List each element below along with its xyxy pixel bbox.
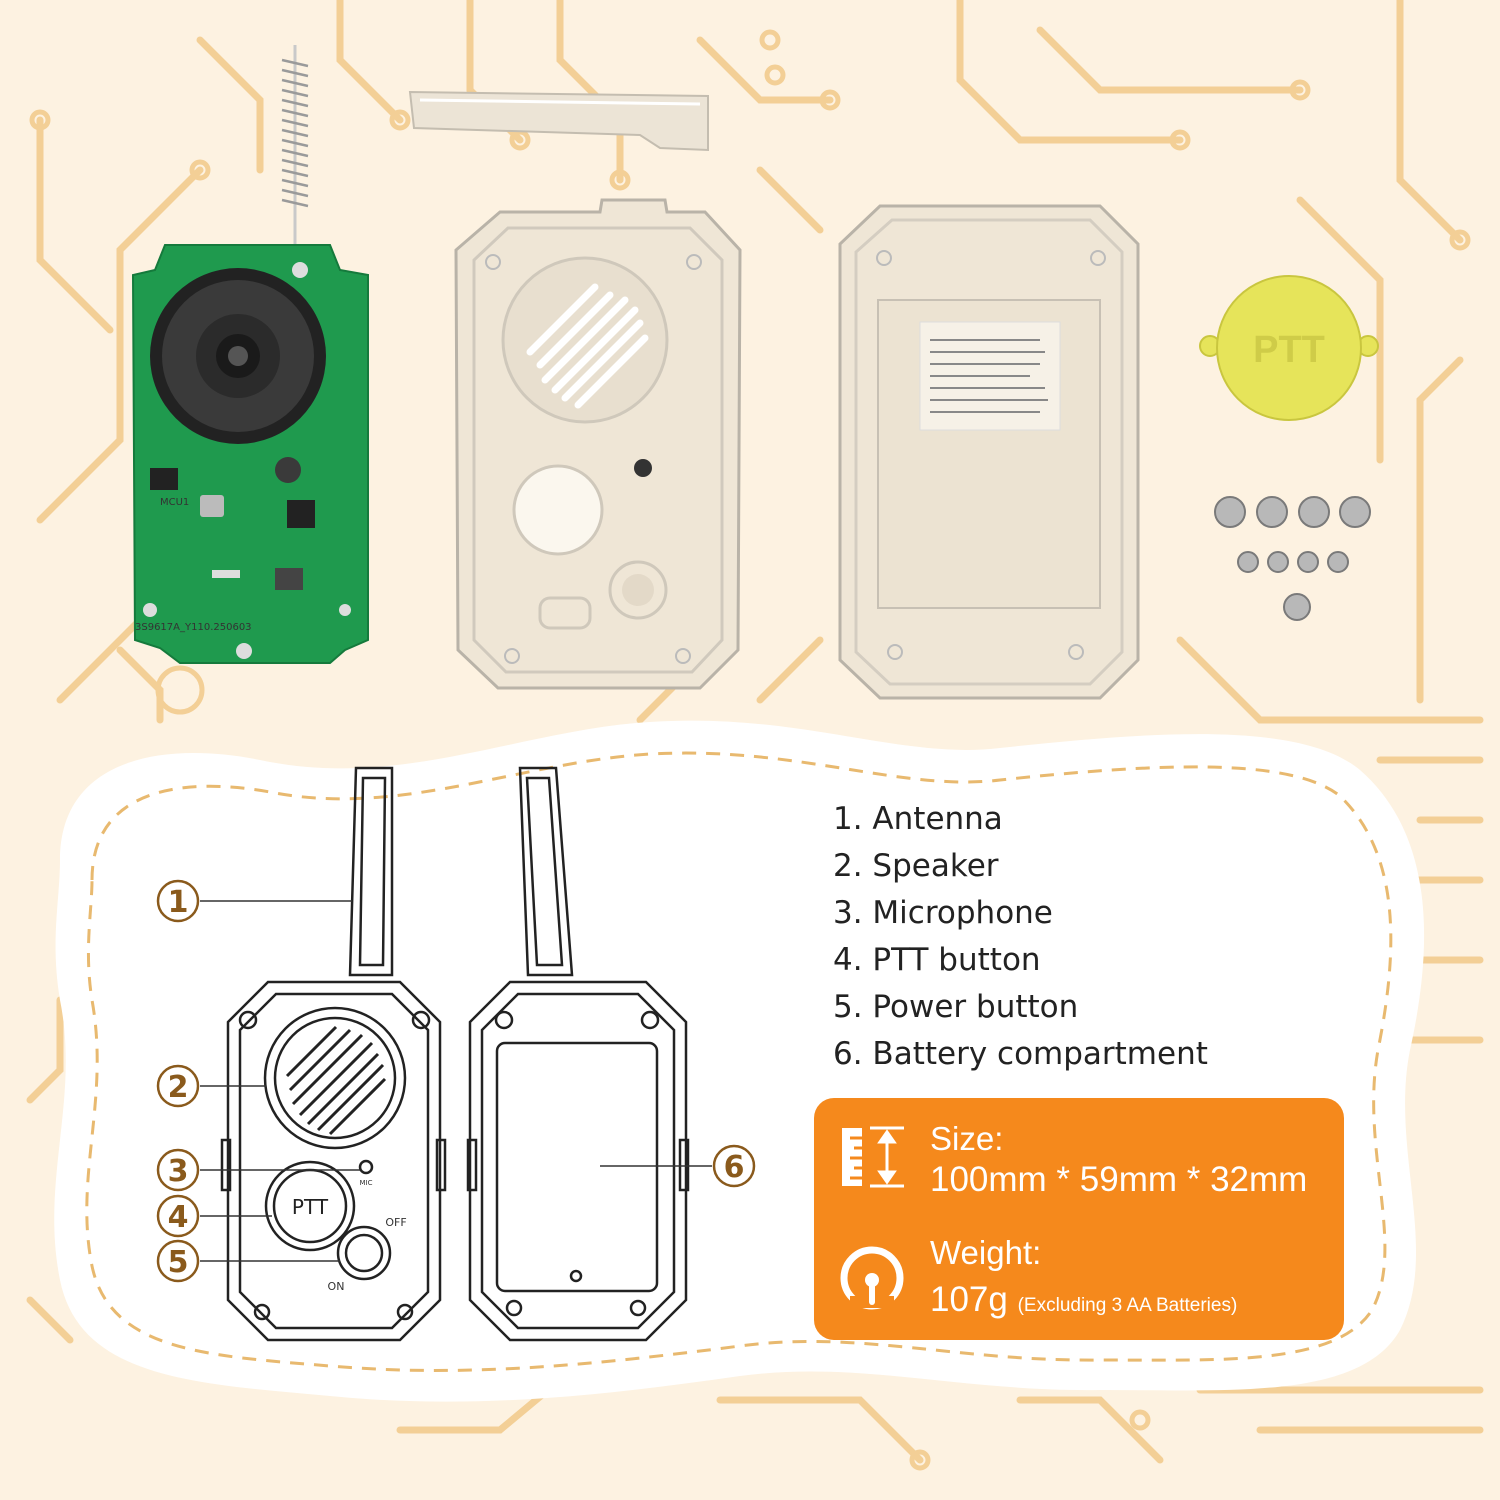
back-device-diagram <box>466 766 690 1342</box>
callout-4: 4 <box>156 1194 200 1238</box>
weight-line: 107g (Excluding 3 AA Batteries) <box>930 1280 1237 1320</box>
front-device-diagram <box>220 766 447 1342</box>
ptt-button-label: PTT <box>292 1195 329 1219</box>
legend-item-microphone: 3. Microphone <box>833 895 1053 931</box>
pcb-board-photo: 3S9617A_Y110.250603 MCU1 <box>131 244 369 664</box>
legend-item-ptt-button: 4. PTT button <box>833 942 1041 978</box>
legend-item-power-button: 5. Power button <box>833 989 1079 1025</box>
svg-text:5: 5 <box>168 1245 189 1280</box>
spec-card: Size: 100mm * 59mm * 32mm Weight: 107g (… <box>814 1098 1344 1340</box>
svg-text:4: 4 <box>168 1200 189 1235</box>
pcb-mcu-text: MCU1 <box>160 497 189 508</box>
circuit-pads <box>29 29 1471 1471</box>
callout-2: 2 <box>156 1064 200 1108</box>
pcb-silkscreen-text: 3S9617A_Y110.250603 <box>135 622 252 633</box>
off-label: OFF <box>385 1216 406 1229</box>
weight-label: Weight: <box>930 1234 1042 1271</box>
weight-value: 107g <box>930 1280 1008 1319</box>
spring-antenna-photo <box>281 45 309 245</box>
front-clear-shell-photo <box>454 198 742 690</box>
callout-6: 6 <box>712 1144 756 1188</box>
callout-5: 5 <box>156 1239 200 1283</box>
weight-note: (Excluding 3 AA Batteries) <box>1017 1295 1238 1316</box>
on-label: ON <box>328 1280 345 1293</box>
gauge-icon <box>840 1246 904 1310</box>
clear-antenna-cover-photo <box>408 90 709 152</box>
callout-3: 3 <box>156 1148 200 1192</box>
callout-markers: 1 2 3 4 5 6 <box>156 879 756 1283</box>
circuit-background <box>26 0 1484 1464</box>
size-label: Size: <box>930 1120 1004 1157</box>
screws-photo <box>1214 496 1371 621</box>
legend-item-antenna: 1. Antenna <box>833 801 1003 837</box>
ptt-cap-photo: PTT <box>1199 275 1379 421</box>
callout-1: 1 <box>156 879 200 923</box>
legend-item-battery-compartment: 6. Battery compartment <box>833 1036 1208 1072</box>
parts-legend: 1. Antenna 2. Speaker 3. Microphone 4. P… <box>833 796 1393 1078</box>
callout-leaders <box>200 900 712 1262</box>
back-clear-shell-photo <box>838 204 1140 700</box>
svg-text:6: 6 <box>724 1150 745 1185</box>
svg-text:1: 1 <box>168 885 189 920</box>
size-value: 100mm * 59mm * 32mm <box>930 1160 1308 1199</box>
ruler-icon <box>842 1126 904 1188</box>
svg-text:3: 3 <box>168 1154 189 1189</box>
ptt-cap-label: PTT <box>1253 329 1325 371</box>
mic-label: MIC <box>360 1179 373 1187</box>
legend-item-speaker: 2. Speaker <box>833 848 999 884</box>
svg-text:2: 2 <box>168 1070 189 1105</box>
